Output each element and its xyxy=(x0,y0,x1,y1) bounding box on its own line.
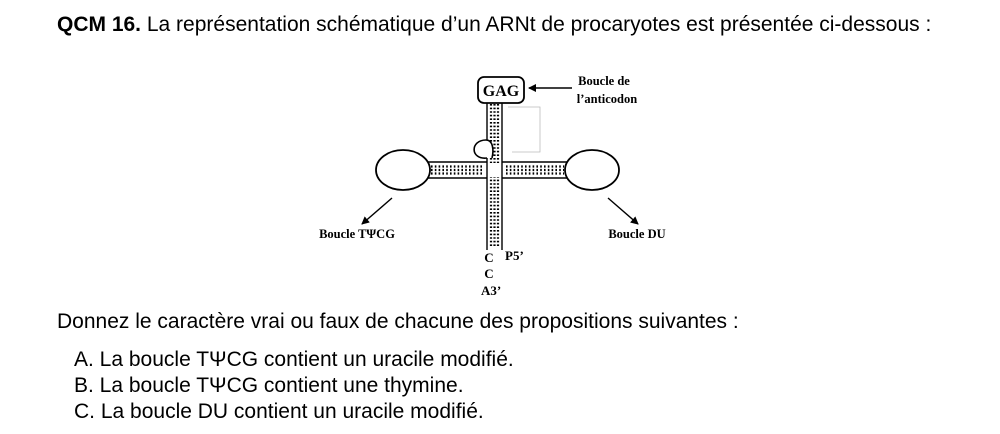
guide-lines xyxy=(508,106,541,153)
label-tpsicg-loop: Boucle TΨCG xyxy=(319,227,395,241)
question-text: QCM 16. La représentation schématique d’… xyxy=(57,12,977,38)
question-number: QCM 16. xyxy=(57,13,142,36)
end-c1: C xyxy=(484,250,493,265)
proposition-a: A. La boucle TΨCG contient un uracile mo… xyxy=(74,348,514,371)
instruction-text: Donnez le caractère vrai ou faux de chac… xyxy=(57,310,739,333)
proposition-c: C. La boucle DU contient un uracile modi… xyxy=(74,400,484,423)
end-p5: P5’ xyxy=(505,248,524,263)
arrow-du xyxy=(607,197,639,225)
anticodon-box xyxy=(477,76,525,104)
anticodon-text: GAG xyxy=(483,83,520,100)
arrow-tpsicg xyxy=(361,197,393,225)
junction xyxy=(488,163,501,177)
label-du-loop: Boucle DU xyxy=(608,227,665,241)
end-a3: A3’ xyxy=(481,283,501,298)
loop-du xyxy=(564,149,620,191)
label-anticodon-line1: Boucle de xyxy=(578,74,630,88)
propositions-list: A. La boucle TΨCG contient un uracile mo… xyxy=(74,347,514,425)
vertical-stem xyxy=(486,100,503,250)
loop-tpsicg xyxy=(375,149,431,191)
proposition-b: B. La boucle TΨCG contient une thymine. xyxy=(74,374,464,397)
horizontal-stem-pairs xyxy=(431,165,564,175)
variable-loop xyxy=(473,139,494,159)
question-statement: La représentation schématique d’un ARNt … xyxy=(141,13,932,36)
end-c2: C xyxy=(484,266,493,281)
horizontal-stem xyxy=(427,161,568,179)
label-anticodon-line2: l’anticodon xyxy=(577,92,637,106)
